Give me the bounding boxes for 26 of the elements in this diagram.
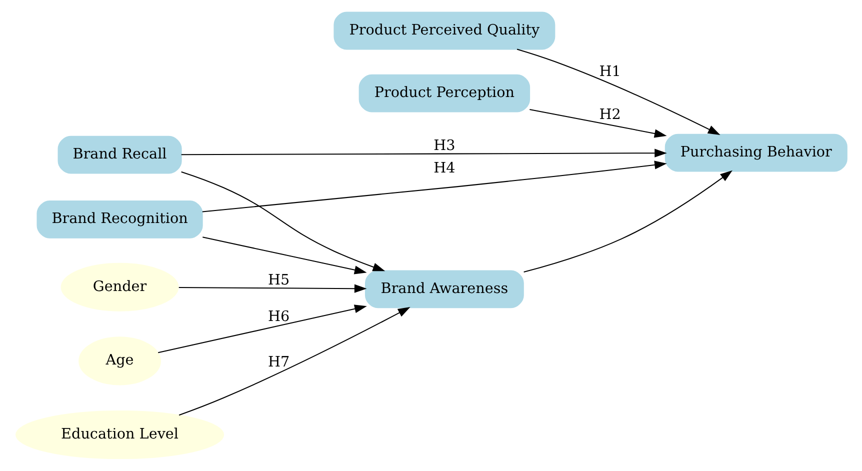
- arrow: [516, 48, 720, 135]
- edge-label: H6: [268, 309, 290, 326]
- node-box: Purchasing Behavior: [664, 134, 847, 172]
- arrow: [178, 284, 366, 293]
- arrow: [523, 170, 732, 273]
- arrow: [180, 148, 666, 158]
- edge-label: H1: [598, 64, 620, 80]
- node-ellipse: Age: [78, 336, 160, 386]
- node-box: Brand Recall: [57, 136, 182, 174]
- node-box: Brand Awareness: [364, 270, 524, 308]
- edge-label: H5: [268, 272, 290, 288]
- arrow: [529, 108, 666, 138]
- arrow: [158, 304, 366, 354]
- edge-label: H4: [433, 160, 455, 176]
- node-box: Product Perception: [358, 74, 530, 112]
- arrow: [178, 307, 410, 416]
- node-box: Brand Recognition: [36, 200, 202, 238]
- edge-label: H7: [268, 354, 290, 370]
- arrow: [202, 160, 666, 212]
- arrow: [180, 171, 385, 272]
- node-ellipse: Gender: [60, 262, 178, 312]
- node-box: Product Perceived Quality: [333, 12, 555, 50]
- node-ellipse: Education Level: [14, 410, 224, 460]
- edge-label: H2: [598, 107, 620, 124]
- edge-label: H3: [433, 138, 455, 154]
- arrow: [202, 236, 366, 274]
